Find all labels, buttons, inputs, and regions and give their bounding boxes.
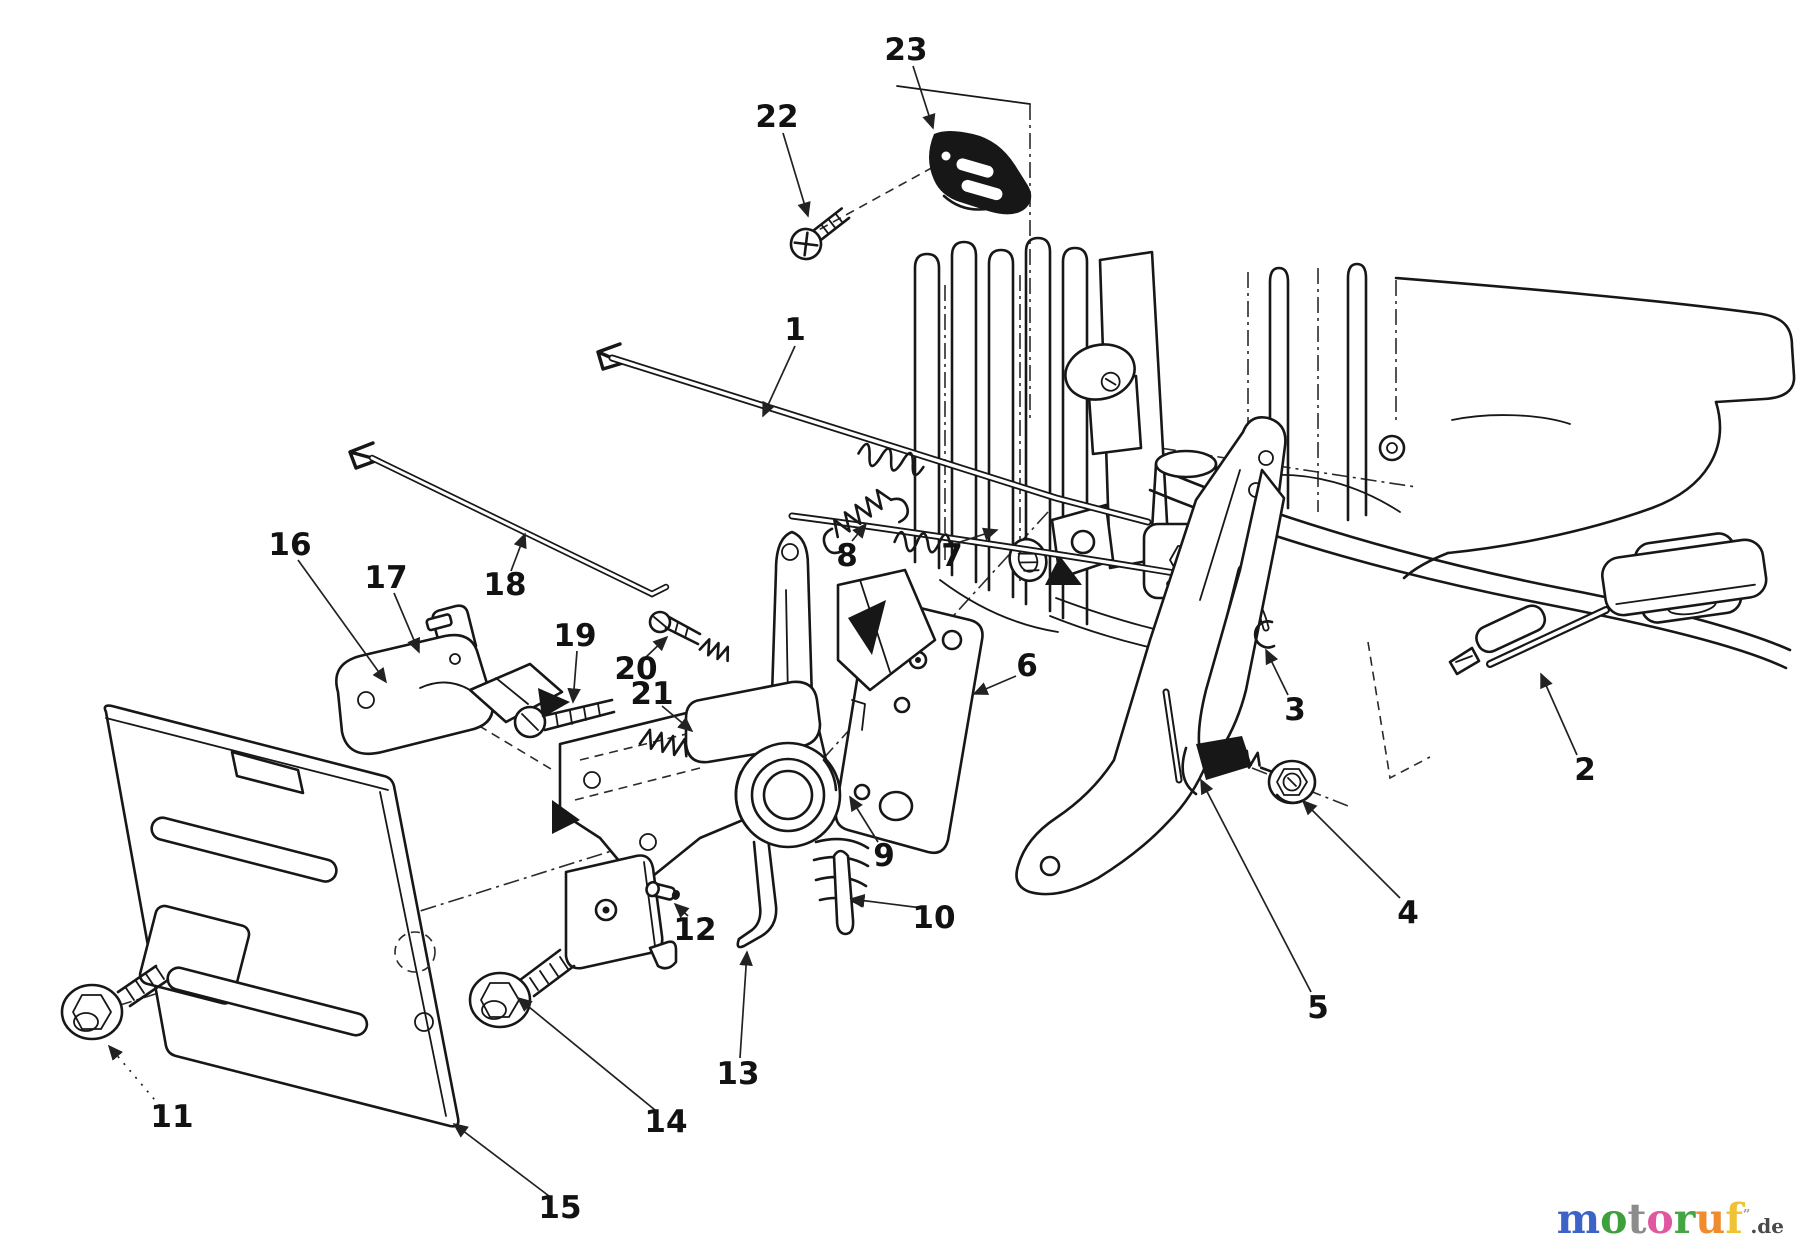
leader-line-part-13 [739, 950, 753, 1059]
watermark-suffix: .de [1750, 1214, 1784, 1238]
leader-line-part-17 [393, 592, 420, 654]
part-number-19: 19 [553, 618, 596, 654]
leader-line-part-14 [516, 996, 656, 1111]
leader-line-part-10 [849, 893, 923, 909]
part-number-3: 3 [1284, 692, 1306, 728]
rod7-spring-wrap [893, 530, 952, 554]
leader-line-part-19 [567, 650, 581, 704]
leader-line-part-21 [661, 705, 694, 733]
screw-19 [513, 698, 616, 739]
part-number-11: 11 [150, 1099, 193, 1135]
part-number-18: 18 [483, 567, 526, 603]
leader-line-part-20 [645, 635, 669, 658]
leader-line-part-12 [673, 902, 690, 919]
part-number-12: 12 [673, 912, 716, 948]
part-number-10: 10 [912, 900, 955, 936]
part-number-21: 21 [630, 676, 673, 712]
leader-line-part-2 [1540, 672, 1578, 756]
leader-line-part-5 [1200, 778, 1312, 993]
governor-lever-assembly [1015, 416, 1317, 896]
throttle-cam-cluster [684, 530, 937, 936]
leader-line-part-8 [851, 522, 868, 542]
watermark-letter: o [1600, 1195, 1628, 1243]
watermark-letter: f [1725, 1195, 1743, 1243]
flange-bolt-14 [468, 948, 576, 1029]
governor-plate-16-17 [335, 604, 714, 756]
watermark-word: motoruf [1557, 1195, 1743, 1243]
part-number-13: 13 [716, 1056, 759, 1092]
clip-plate-13 [564, 854, 678, 970]
watermark-mark: ” [1742, 1207, 1751, 1223]
part-number-6: 6 [1016, 648, 1038, 684]
watermark-letter: m [1556, 1195, 1601, 1243]
part-number-1: 1 [784, 312, 806, 348]
part-number-2: 2 [1574, 752, 1596, 788]
part-number-20: 20 [614, 651, 657, 687]
engine-fin-block-right [1247, 262, 1397, 522]
handle-rod-2 [1448, 538, 1768, 676]
leader-line-part-23 [912, 65, 936, 130]
watermark-logo[interactable]: motoruf”.de [1557, 1199, 1784, 1240]
rod-spring-wrap [857, 442, 925, 477]
part-number-7: 7 [941, 538, 963, 574]
part-number-15: 15 [538, 1190, 581, 1226]
threaded-bushing [1008, 537, 1048, 583]
leader-line-part-7 [959, 527, 999, 543]
leader-line-part-15 [452, 1122, 550, 1197]
watermark-letter: r [1673, 1195, 1696, 1243]
pin-12 [645, 880, 680, 901]
leader-line-part-11 [107, 1044, 161, 1107]
part-number-9: 9 [873, 838, 895, 874]
leader-line-part-22 [782, 132, 811, 218]
part-number-4: 4 [1397, 895, 1419, 931]
part-number-8: 8 [836, 538, 858, 574]
leader-line-part-16 [297, 559, 387, 684]
flange-nut-4 [1267, 759, 1317, 805]
part-number-23: 23 [884, 32, 927, 68]
spring-21b [698, 638, 730, 663]
spring-21a [638, 728, 688, 758]
leader-line-part-1 [762, 345, 796, 418]
control-rods [348, 342, 1266, 628]
part-number-16: 16 [268, 527, 311, 563]
part-number-17: 17 [364, 560, 407, 596]
tension-spring-8 [822, 488, 910, 555]
cable-clamp-23 [929, 131, 1032, 215]
leader-line-part-3 [1265, 648, 1289, 696]
part-number-14: 14 [644, 1104, 687, 1140]
watermark-letter: o [1646, 1195, 1674, 1243]
leader-line-part-4 [1301, 799, 1401, 899]
screw-22 [789, 207, 851, 261]
cover-plate [60, 704, 460, 1128]
watermark-letter: t [1627, 1195, 1647, 1243]
leader-line-part-9 [849, 795, 879, 843]
leader-line-part-6 [972, 675, 1017, 695]
flange-bolt-11 [60, 964, 170, 1041]
watermark-letter: u [1695, 1195, 1726, 1243]
screws-and-springs [513, 610, 730, 758]
part-number-22: 22 [755, 99, 798, 135]
screw-20 [648, 610, 702, 646]
leader-line-part-18 [510, 532, 527, 572]
part-number-5: 5 [1307, 990, 1329, 1026]
